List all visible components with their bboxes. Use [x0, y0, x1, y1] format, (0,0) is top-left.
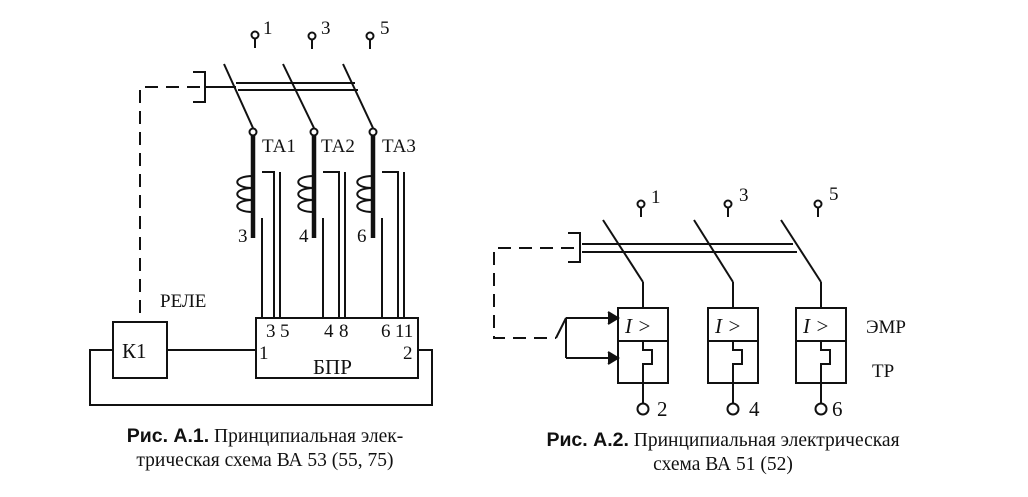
caption-a1-line2: трическая схема ВА 53 (55, 75) — [136, 450, 394, 471]
svg-text:8: 8 — [339, 321, 349, 342]
svg-text:2: 2 — [657, 397, 668, 420]
svg-text:2: 2 — [403, 343, 413, 364]
fig1-terminal-3: 3 — [307, 18, 331, 49]
figure-a2-schematic: 1 3 5 I > 2 — [493, 184, 906, 420]
circuit-diagrams: 1 3 5 — [89, 18, 906, 420]
fig1-relay-k1: РЕЛЕ К1 — [112, 291, 206, 379]
fig2-terminal-3: 3 — [723, 185, 749, 217]
svg-text:I >: I > — [714, 314, 741, 338]
fig2-switch-blades — [493, 219, 822, 358]
caption-a2-line1: Принципиальная электрическая — [628, 430, 900, 451]
svg-text:3: 3 — [321, 18, 331, 39]
svg-text:3: 3 — [266, 321, 276, 342]
fig2-release-unit-2: I > 4 — [707, 282, 760, 420]
svg-text:6: 6 — [381, 321, 391, 342]
fig2-terminal-5: 5 — [813, 184, 839, 217]
svg-text:11: 11 — [395, 321, 413, 342]
svg-text:1: 1 — [263, 18, 273, 39]
figure-a2-caption: Рис. А.2. Принципиальная электрическая с… — [488, 428, 958, 477]
svg-text:ТА2: ТА2 — [321, 136, 355, 157]
fig1-terminal-5: 5 — [365, 18, 390, 49]
svg-text:I >: I > — [624, 314, 651, 338]
svg-text:РЕЛЕ: РЕЛЕ — [160, 291, 206, 312]
svg-text:I >: I > — [802, 314, 829, 338]
svg-text:1: 1 — [259, 343, 269, 364]
svg-text:6: 6 — [357, 226, 367, 247]
svg-text:3: 3 — [739, 185, 749, 206]
svg-text:1: 1 — [651, 187, 661, 208]
fig2-release-unit-3: I > 6 — [795, 282, 847, 420]
svg-text:ТА3: ТА3 — [382, 136, 416, 157]
fig1-wiring — [89, 349, 433, 406]
svg-text:6: 6 — [832, 397, 843, 420]
fig2-terminal-1: 1 — [636, 187, 661, 217]
svg-text:5: 5 — [829, 184, 839, 205]
caption-a1-line1: Принципиальная элек- — [209, 426, 404, 447]
caption-a2-line2: схема ВА 51 (52) — [653, 454, 793, 475]
fig2-release-unit-1: I > 2 — [566, 282, 669, 420]
svg-text:4: 4 — [299, 226, 309, 247]
fig1-current-transformers: ТА1 ТА2 ТА3 3 4 6 — [236, 127, 416, 318]
svg-text:4: 4 — [324, 321, 334, 342]
fig2-label-tr: ТР — [872, 361, 894, 382]
fig2-label-emr: ЭМР — [866, 317, 906, 338]
caption-a1-number: Рис. А.1. — [126, 425, 210, 447]
svg-text:3: 3 — [238, 226, 248, 247]
svg-text:БПР: БПР — [313, 355, 352, 379]
svg-text:5: 5 — [280, 321, 290, 342]
caption-a2-number: Рис. А.2. — [546, 429, 629, 451]
fig1-switch-blades — [139, 63, 374, 322]
svg-text:ТА1: ТА1 — [262, 136, 296, 157]
svg-text:К1: К1 — [122, 339, 147, 363]
figure-a1-schematic: 1 3 5 — [89, 18, 433, 406]
fig1-bpr-block: БПР 3 5 4 8 6 11 1 2 — [255, 317, 419, 379]
svg-text:4: 4 — [749, 397, 760, 420]
figure-a1-caption: Рис. А.1. Принципиальная элек- трическая… — [80, 424, 450, 473]
fig1-terminal-1: 1 — [250, 18, 273, 48]
svg-text:5: 5 — [380, 18, 390, 39]
